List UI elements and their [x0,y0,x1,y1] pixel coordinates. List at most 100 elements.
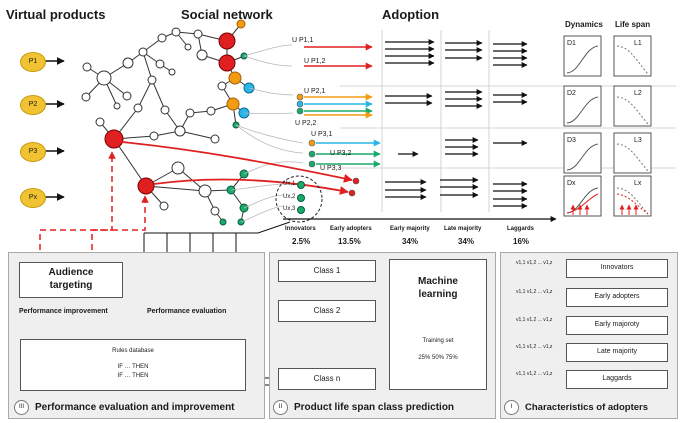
dynamics-title: Dynamics [565,20,603,29]
adopter-category-box: Early majoroty [566,316,668,335]
adopter-category-label: Early adopters [594,293,640,300]
adopter-label: Ux,1 [283,181,296,187]
audience-targeting-label: Audience targeting [48,267,94,291]
dynamics-label: Dx [567,180,576,187]
red-small-arrows [570,204,639,215]
performance-improvement-label: Performance improvement [19,308,108,315]
performance-evaluation-label: Performance evaluation [147,308,227,315]
ml-title: Machine [417,276,458,287]
stage-pct: 13.5% [338,237,361,246]
panel-performance-footer: III Performance evaluation and improvemen… [14,400,235,415]
network-nodes-white [81,27,227,216]
training-set-label: Training set [422,338,454,344]
feature-vector: v1,1 v1,2 ... v1,z [516,371,553,377]
rules-database-label: Rules database [112,348,154,354]
stage-label: Laggards [507,226,535,232]
stage-label: Late majority [444,226,482,232]
adopter-label: Ux,3 [283,206,296,212]
utility-label: U P1,2 [304,58,326,65]
virtual-products-title: Virtual products [6,7,106,22]
product-node-p2: P2 [20,95,46,115]
network-nodes-orange [226,19,246,111]
adoption-arrows [385,39,528,209]
lifespan-label: L3 [634,137,642,144]
network-nodes-cyan [238,82,255,119]
utility-label: U P2,2 [295,120,317,127]
mini-charts [563,35,652,217]
adopter-category-label: Early majoroty [594,321,640,328]
feature-vector: v1,1 v1,2 ... v1,z [516,317,553,323]
adopter-category-label: Laggards [602,375,632,382]
class-box: Class 1 [278,260,376,282]
product-arrows [44,57,65,201]
panel-number: II [273,400,288,415]
product-node-p3: P3 [20,142,46,162]
dashed-feedback [39,151,149,250]
stage-pct: 34% [402,237,419,246]
adopter-category-label: Late majority [596,348,638,355]
dynamics-label: D1 [567,40,576,47]
feature-vector: v1,1 v1,2 ... v1,z [516,260,553,266]
panel-number: III [14,400,29,415]
rules-database-box: Rules database IF … THEN IF … THEN [20,339,246,391]
stage-label: Early majority [390,226,430,232]
adopter-category-box: Late majority [566,343,668,362]
panel-number: I [504,400,519,415]
network-edges [85,23,250,223]
rule-line: IF … THEN [117,364,149,370]
lifespan-curves [616,45,649,215]
product-node-p1: P1 [20,52,46,72]
stage-label: Early adopters [330,226,372,232]
utility-arrows [304,43,381,168]
life-span-title: Life span [615,20,651,29]
panel-title: Product life span class prediction [294,402,455,414]
utility-label: U P1,1 [292,37,314,44]
class-label: Class n [313,374,341,383]
product-node-px: Px [20,188,46,208]
stage-label: Innovators [285,226,316,232]
adopter-category-label: Innovators [600,264,634,271]
panel-title: Performance evaluation and improvement [35,402,235,414]
feature-vector: v1,1 v1,2 ... v1,z [516,344,553,350]
adopter-label: Ux,2 [283,194,296,200]
rule-line: IF … THEN [117,373,149,379]
dynamics-label: D3 [567,137,576,144]
utility-label: U P2,1 [304,88,326,95]
social-network-title: Social network [181,7,273,22]
adopter-category-box: Laggards [566,370,668,389]
feature-vector: v1,1 v1,2 ... v1,z [516,289,553,295]
panel-title: Characteristics of adopters [525,402,649,414]
utility-label: U P3,3 [320,165,342,172]
adopter-cluster [275,175,323,223]
lifespan-label: Lx [634,180,642,187]
class-box: Class n [278,368,376,390]
stage-pct: 16% [513,237,530,246]
red-influence-arrows [121,141,353,195]
stage-pct: 2.5% [292,237,311,246]
class-label: Class 2 [313,306,341,315]
machine-learning-box: Machine learning Training set 25% 50% 75… [389,259,487,390]
panel-characteristics-footer: I Characteristics of adopters [504,400,648,415]
adopter-category-box: Early adopters [566,288,668,307]
network-nodes-red [104,32,236,195]
adoption-title: Adoption [382,7,440,22]
lifespan-label: L2 [634,90,642,97]
dynamics-curves [566,45,599,214]
utility-label: U P3,2 [330,150,352,157]
panel-prediction-footer: II Product life span class prediction [273,400,454,415]
utility-label: U P3,1 [311,131,333,138]
utility-dots [296,93,360,197]
stage-pct: 34% [458,237,475,246]
class-box: Class 2 [278,300,376,322]
class-label: Class 1 [313,266,341,275]
adopter-category-box: Innovators [566,259,668,278]
training-split: 25% 50% 75% [418,355,458,361]
dynamics-label: D2 [567,90,576,97]
audience-targeting-box: Audience targeting [19,262,123,298]
panel-characteristics [500,252,678,419]
network-connectors [230,44,304,223]
ml-title: learning [418,289,458,300]
lifespan-label: L1 [634,40,642,47]
